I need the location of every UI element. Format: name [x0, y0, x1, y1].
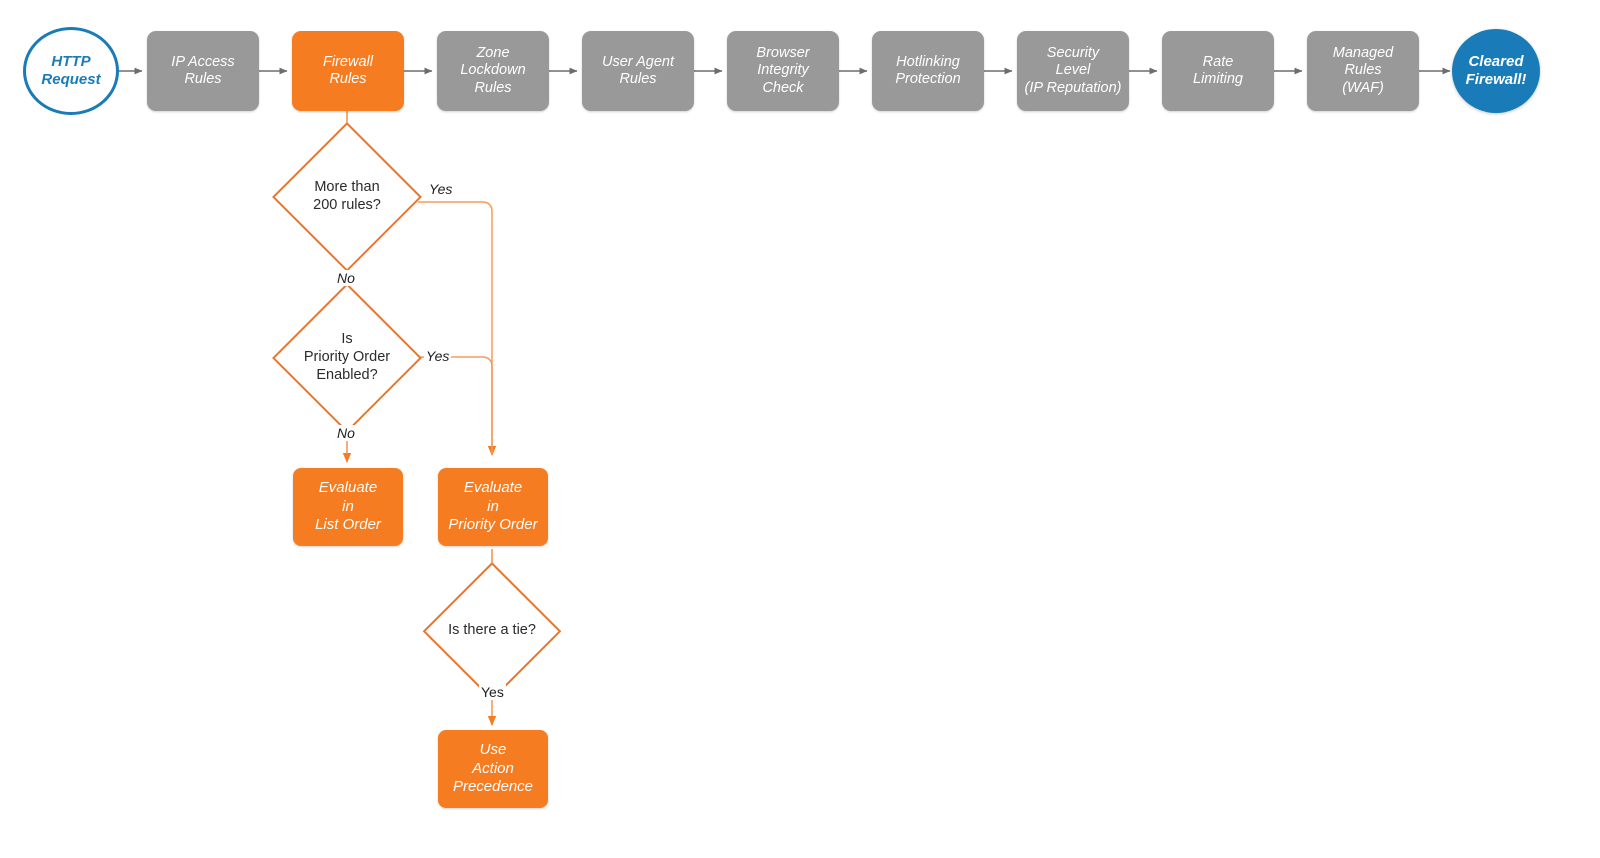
node-use-action-precedence[interactable]: Use Action Precedence [438, 730, 548, 808]
edge-label-priority-no: No [335, 425, 357, 441]
node-http-request[interactable]: HTTP Request [23, 27, 119, 115]
edge-priority-yes [418, 356, 493, 455]
edge-label-more200-yes: Yes [427, 181, 455, 197]
node-priority-order-enabled[interactable]: Is Priority Order Enabled? [272, 283, 422, 433]
node-label: Is Priority Order Enabled? [303, 331, 391, 383]
node-managed-rules-waf[interactable]: Managed Rules (WAF) [1307, 31, 1419, 111]
node-label: Rate Limiting [1193, 53, 1243, 87]
node-more-than-200-rules[interactable]: More than 200 rules? [272, 122, 422, 272]
edge-more200-yes [418, 201, 497, 456]
node-label: Managed Rules (WAF) [1332, 45, 1394, 96]
node-label: User Agent Rules [602, 53, 674, 87]
node-label: Evaluate in Priority Order [448, 478, 538, 534]
node-browser-integrity-check[interactable]: Browser Integrity Check [727, 31, 839, 111]
node-label: Security Level (IP Reputation) [1024, 45, 1122, 96]
node-rate-limiting[interactable]: Rate Limiting [1162, 31, 1274, 111]
node-evaluate-list-order[interactable]: Evaluate in List Order [293, 468, 403, 546]
node-label: Cleared Firewall! [1465, 53, 1527, 88]
node-label: Firewall Rules [323, 53, 373, 87]
edge-label-priority-yes: Yes [424, 348, 452, 364]
node-user-agent-rules[interactable]: User Agent Rules [582, 31, 694, 111]
node-ip-access-rules[interactable]: IP Access Rules [147, 31, 259, 111]
node-label: Hotlinking Protection [895, 53, 961, 87]
node-is-there-a-tie[interactable]: Is there a tie? [423, 562, 561, 700]
edge-label-more200-no: No [335, 270, 357, 286]
node-security-level[interactable]: Security Level (IP Reputation) [1017, 31, 1129, 111]
node-label: Evaluate in List Order [315, 478, 381, 534]
node-label: Is there a tie? [448, 622, 536, 639]
node-label: HTTP Request [41, 53, 101, 88]
node-firewall-rules[interactable]: Firewall Rules [292, 31, 404, 111]
node-zone-lockdown-rules[interactable]: Zone Lockdown Rules [437, 31, 549, 111]
node-label: IP Access Rules [171, 53, 235, 87]
node-label: Zone Lockdown Rules [460, 45, 526, 96]
node-evaluate-priority-order[interactable]: Evaluate in Priority Order [438, 468, 548, 546]
node-label: Browser Integrity Check [756, 45, 810, 96]
node-label: Use Action Precedence [452, 740, 534, 796]
node-cleared-firewall[interactable]: Cleared Firewall! [1452, 29, 1540, 113]
edge-label-tie-yes: Yes [479, 684, 506, 700]
node-label: More than 200 rules? [313, 179, 381, 213]
node-hotlinking-protection[interactable]: Hotlinking Protection [872, 31, 984, 111]
